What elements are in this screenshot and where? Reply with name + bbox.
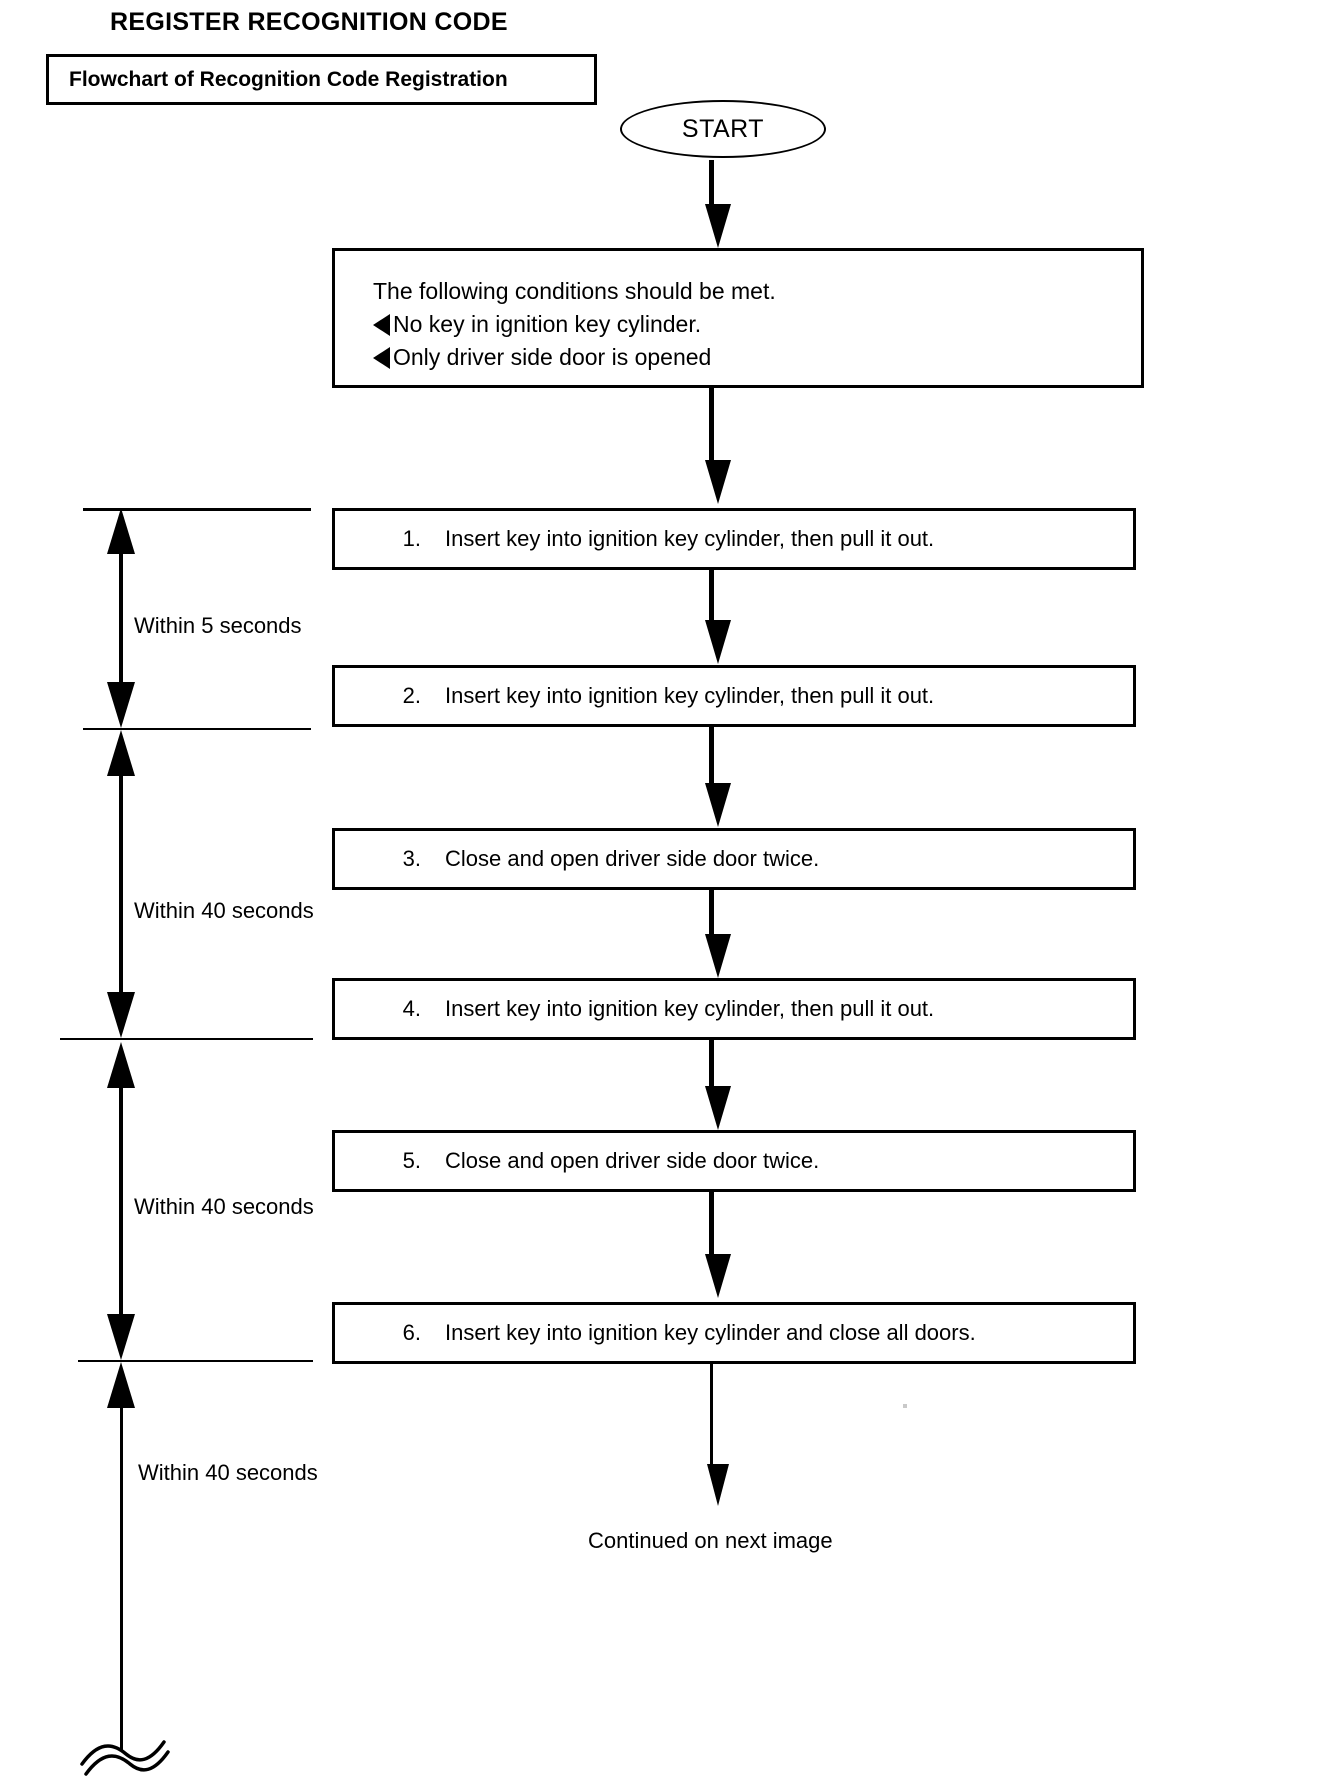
subtitle-text: Flowchart of Recognition Code Registrati… <box>69 67 508 91</box>
break-squiggle-icon <box>80 1740 170 1776</box>
step-2-text: Insert key into ignition key cylinder, t… <box>445 683 935 708</box>
step-3-text: Close and open driver side door twice. <box>445 846 820 871</box>
arrow-head-icon <box>705 1254 731 1298</box>
span-1-line <box>119 548 123 698</box>
step-box-4: 4. Insert key into ignition key cylinder… <box>332 978 1136 1040</box>
timing-label-3: Within 40 seconds <box>134 1194 314 1219</box>
span-3-line <box>119 1082 123 1336</box>
arrow-stem <box>709 1192 714 1256</box>
triangle-bullet-icon <box>373 346 390 369</box>
timing-label-1: Within 5 seconds <box>134 613 302 638</box>
conditions-intro: The following conditions should be met. <box>373 278 776 304</box>
arrow-head-icon <box>705 204 731 248</box>
arrow-head-icon <box>705 783 731 827</box>
step-5-number: 5. <box>402 1148 421 1173</box>
step-4-number: 4. <box>402 996 421 1021</box>
span-2-line <box>119 770 123 1010</box>
step-box-3: 3. Close and open driver side door twice… <box>332 828 1136 890</box>
subtitle-box: Flowchart of Recognition Code Registrati… <box>46 54 597 105</box>
step-2-number: 2. <box>402 683 421 708</box>
step-4-text: Insert key into ignition key cylinder, t… <box>445 996 935 1021</box>
timing-tick-2 <box>60 1038 313 1040</box>
timing-tick-top <box>83 508 311 511</box>
conditions-item-1-text: Only driver side door is opened <box>393 344 712 370</box>
arrow-head-icon <box>707 1464 729 1506</box>
step-1-number: 1. <box>402 526 421 551</box>
timing-tick-1 <box>83 728 311 730</box>
step-6-text: Insert key into ignition key cylinder an… <box>445 1320 976 1345</box>
timing-label-4: Within 40 seconds <box>138 1460 318 1485</box>
arrow-stem <box>709 890 714 936</box>
conditions-box: The following conditions should be met. … <box>332 248 1144 388</box>
page-title: REGISTER RECOGNITION CODE <box>110 8 508 36</box>
span-4-arrow-up-icon <box>107 1362 135 1408</box>
span-3-arrow-up-icon <box>107 1042 135 1088</box>
arrow-stem <box>709 160 714 208</box>
timing-label-2: Within 40 seconds <box>134 898 314 923</box>
span-1-arrow-up-icon <box>107 508 135 554</box>
step-box-6: 6. Insert key into ignition key cylinder… <box>332 1302 1136 1364</box>
start-terminator: START <box>620 100 826 158</box>
step-box-5: 5. Close and open driver side door twice… <box>332 1130 1136 1192</box>
arrow-stem <box>709 727 714 785</box>
arrow-stem <box>709 570 714 622</box>
triangle-bullet-icon <box>373 313 390 336</box>
span-3-arrow-down-icon <box>107 1314 135 1360</box>
conditions-item-0: No key in ignition key cylinder. <box>373 308 1141 341</box>
conditions-item-1: Only driver side door is opened <box>373 341 1141 374</box>
step-5-text: Close and open driver side door twice. <box>445 1148 820 1173</box>
arrow-stem <box>709 1040 714 1088</box>
step-box-1: 1. Insert key into ignition key cylinder… <box>332 508 1136 570</box>
span-2-arrow-down-icon <box>107 992 135 1038</box>
arrow-stem <box>710 1364 713 1466</box>
arrow-head-icon <box>705 1086 731 1130</box>
arrow-head-icon <box>705 460 731 504</box>
start-label: START <box>681 114 765 143</box>
arrow-head-icon <box>705 934 731 978</box>
step-6-number: 6. <box>402 1320 421 1345</box>
conditions-item-0-text: No key in ignition key cylinder. <box>393 311 702 337</box>
scan-speck <box>903 1404 907 1408</box>
span-1-arrow-down-icon <box>107 682 135 728</box>
span-4-line <box>120 1402 123 1750</box>
continued-label: Continued on next image <box>588 1528 833 1553</box>
arrow-stem <box>709 388 714 464</box>
step-3-number: 3. <box>402 846 421 871</box>
arrow-head-icon <box>705 620 731 664</box>
timing-tick-3 <box>78 1360 313 1362</box>
step-box-2: 2. Insert key into ignition key cylinder… <box>332 665 1136 727</box>
span-2-arrow-up-icon <box>107 730 135 776</box>
step-1-text: Insert key into ignition key cylinder, t… <box>445 526 935 551</box>
